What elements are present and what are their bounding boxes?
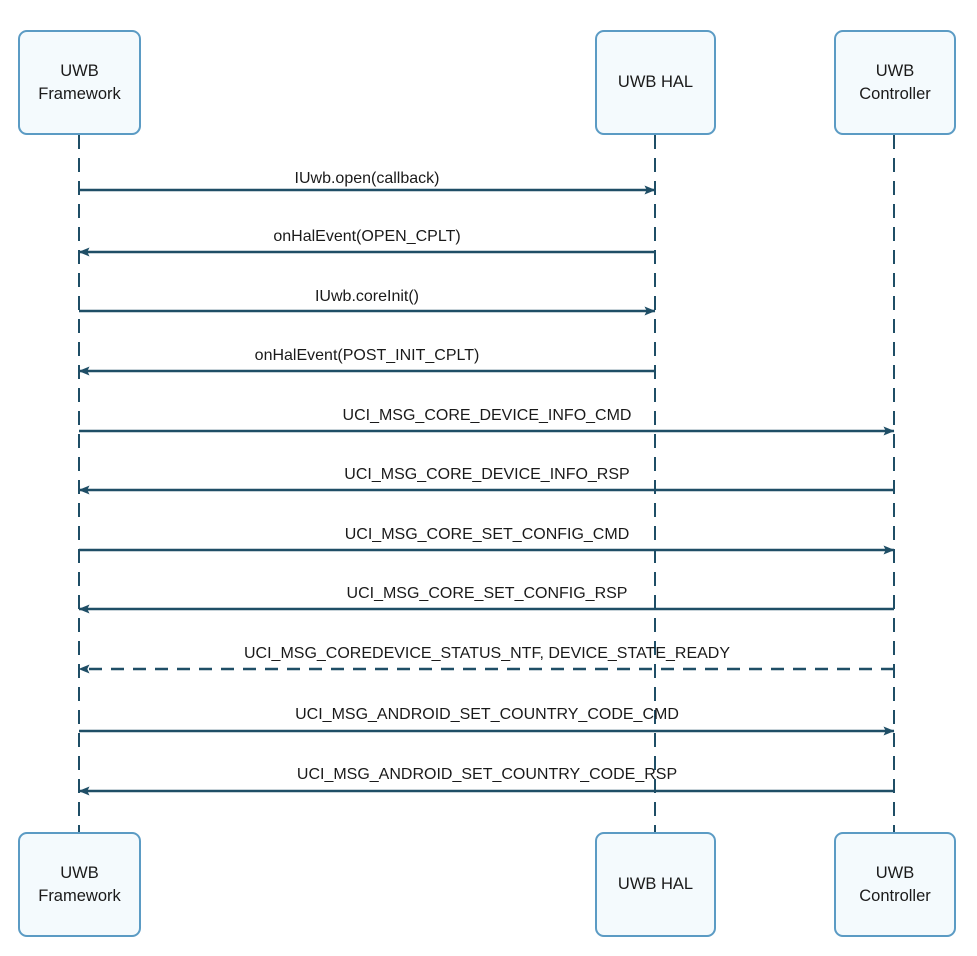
participant-head-controller[interactable]: UWB Controller [834, 30, 956, 135]
participant-foot-hal[interactable]: UWB HAL [595, 832, 716, 937]
participant-label-hal: UWB HAL [617, 875, 694, 894]
participant-head-hal[interactable]: UWB HAL [595, 30, 716, 135]
participant-label-controller: UWB Controller [859, 62, 931, 103]
participant-label-framework: UWB Framework [38, 864, 121, 905]
message-arrows-group [78, 185, 895, 796]
participant-foot-controller[interactable]: UWB Controller [834, 832, 956, 937]
participant-label-hal: UWB HAL [617, 73, 694, 92]
participant-foot-framework[interactable]: UWB Framework [18, 832, 141, 937]
participant-label-controller: UWB Controller [859, 864, 931, 905]
participant-head-framework[interactable]: UWB Framework [18, 30, 141, 135]
participant-label-framework: UWB Framework [38, 62, 121, 103]
lifelines-group [78, 135, 895, 832]
